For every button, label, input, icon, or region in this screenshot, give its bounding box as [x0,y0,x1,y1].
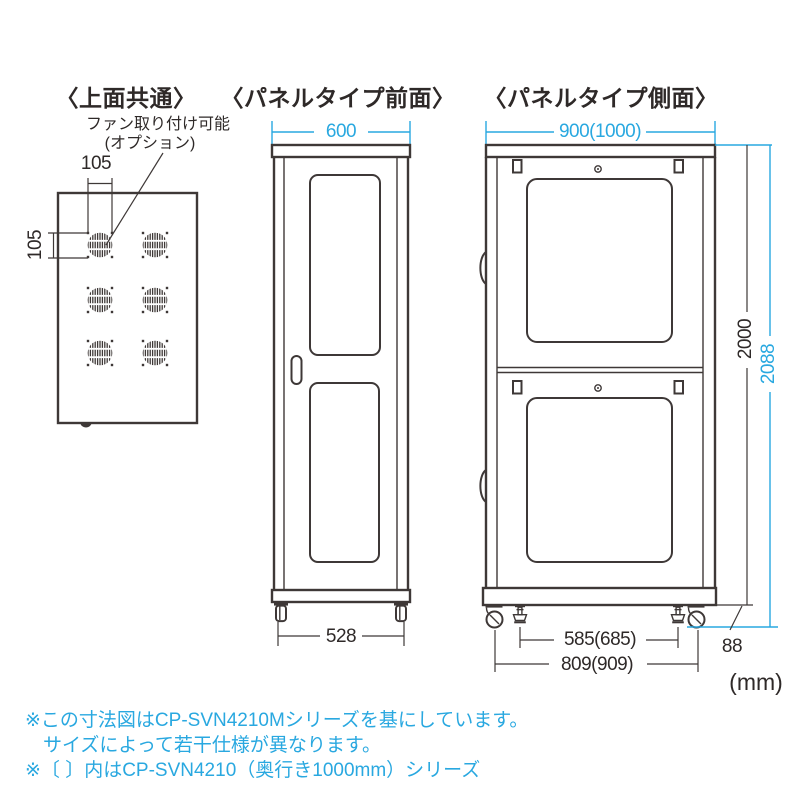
front-bottom-cap [270,588,412,604]
dim-lines-528 [277,622,405,646]
front-top-cap [270,143,412,159]
fan-option-label-line1: ファン取り付け可能 [85,116,231,133]
dim-lines-105-vertical [48,232,88,259]
side-lower-window [526,397,673,563]
panel-latch [512,380,523,395]
fan-grille-icon [142,340,168,366]
caster-icon [273,601,289,623]
front-view-title: 〈パネルタイプ前面〉 [220,85,456,111]
caster-icon [393,601,409,623]
side-handle-bump [479,251,487,285]
caster-icon [484,604,504,629]
fan-grille-icon [87,287,113,313]
side-handle-bump [479,469,487,503]
footnote-line-2: サイズによって若干仕様が異なります。 [43,735,382,756]
side-top-cap [484,143,717,159]
front-door-handle [290,355,303,385]
panel-latch [512,159,523,174]
fan-grille-icon [87,232,113,258]
top-view-drawing [48,152,199,428]
dim-809-caster-span: 809(909) [560,654,634,675]
unit-label: (mm) [729,669,783,695]
panel-latch [673,380,684,395]
side-view-drawing [479,121,778,672]
leveler-foot-icon [512,604,528,624]
fan-leader-line [105,152,164,246]
fan-grille-icon [142,287,168,313]
front-lower-window [309,382,380,563]
front-upper-window [309,174,381,356]
front-view-drawing [270,121,412,646]
panel-lock [594,384,602,392]
dim-lines-600 [271,121,411,147]
fan-grille-icon [87,340,113,366]
dim-lines-900 [485,121,716,147]
dim-585-feet-span: 585(685) [563,629,637,650]
panel-latch [673,159,684,174]
leveler-foot-icon [670,604,686,624]
dim-900-depth: 900(1000) [558,121,642,142]
side-view-title: 〈パネルタイプ側面〉 [483,85,719,111]
fan-grille-icon [142,232,168,258]
dim-2000-frame-height: 2000 [735,318,756,360]
fan-option-label-line2: (オプション) [104,135,196,152]
footnote-line-1: ※この寸法図はCP-SVN4210Mシリーズを基にしています。 [25,710,529,731]
dim-88-caster-height: 88 [721,636,743,657]
top-handle-bump [80,423,92,428]
dim-lines-heights [687,144,778,631]
caster-icon [686,604,706,629]
dim-lines-105-horizontal [87,178,113,232]
dim-600-width: 600 [325,121,357,142]
dim-lines-585 [519,627,679,648]
side-upper-window [526,178,673,343]
top-view-title: 〈上面共通〉 [55,85,197,111]
dim-lines-809 [494,630,699,672]
footnote-line-3: ※〔 〕内はCP-SVN4210（奥行き1000mm）シリーズ [25,760,481,781]
dim-2088-total-height: 2088 [758,343,779,385]
dim-105-horizontal: 105 [80,153,112,174]
base-frame [481,586,718,607]
dim-105-vertical: 105 [25,229,46,261]
panel-lock [594,165,602,173]
dim-528-caster-span: 528 [325,626,357,647]
